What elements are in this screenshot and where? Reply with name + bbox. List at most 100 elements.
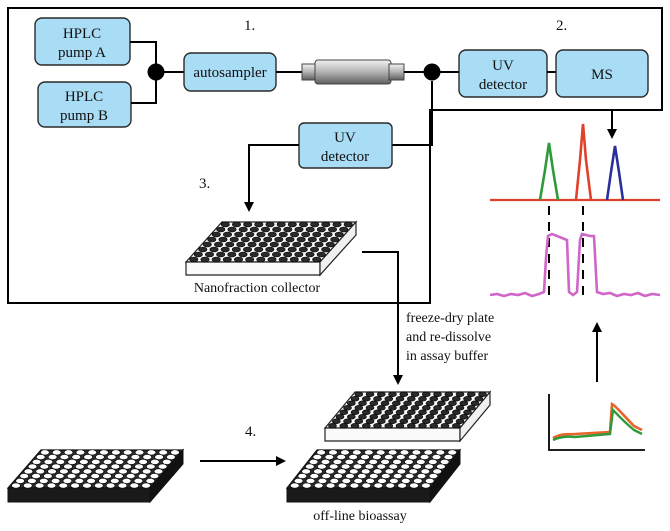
- plate-well: [380, 400, 390, 406]
- plate-well: [189, 256, 199, 263]
- plate-well: [389, 477, 399, 484]
- uv-mid-line2: detector: [321, 149, 369, 165]
- plate-well: [318, 236, 328, 243]
- plate-well: [302, 482, 312, 489]
- plate-well: [436, 463, 446, 470]
- plate-well: [373, 423, 382, 429]
- plate-well: [98, 463, 109, 470]
- plate-well: [256, 231, 266, 238]
- plate-well: [35, 454, 46, 460]
- plate-well: [211, 256, 221, 263]
- plate-well: [249, 251, 259, 258]
- plate-well: [122, 463, 132, 470]
- plate-well: [380, 458, 390, 465]
- plate-well: [340, 463, 351, 470]
- plate-well: [218, 236, 228, 243]
- plate-well: [466, 405, 476, 411]
- step-1-label: 1.: [244, 18, 255, 34]
- plate-well: [361, 423, 371, 429]
- plate-well: [373, 396, 382, 402]
- plate-well: [198, 246, 208, 253]
- plate-well: [59, 468, 69, 475]
- plate-well: [408, 468, 418, 475]
- plate-well: [353, 477, 363, 484]
- pump-a-line1: HPLC: [63, 26, 101, 42]
- uv-top-line1: UV: [492, 58, 514, 74]
- plate-well: [247, 241, 257, 248]
- plate-well: [312, 256, 322, 263]
- plate-well: [234, 256, 244, 263]
- plate-well: [399, 405, 409, 411]
- plate-well: [320, 458, 331, 465]
- plate-well: [349, 468, 359, 475]
- plate-well: [393, 473, 403, 479]
- plate-well: [416, 458, 426, 465]
- plate-well: [361, 409, 371, 415]
- plate-well: [352, 449, 362, 456]
- uv-mid-to-collector-arrow: [244, 144, 299, 212]
- plate-well: [396, 468, 407, 475]
- plate-well: [428, 458, 438, 465]
- plate-well: [307, 236, 317, 243]
- plate-well: [62, 477, 73, 484]
- hplc-pump-a: HPLC pump A: [34, 17, 131, 66]
- plate-well: [372, 468, 383, 475]
- plate-well: [87, 449, 97, 456]
- system-enclosure: [7, 7, 663, 304]
- plate-well: [369, 414, 379, 420]
- plate-well: [332, 458, 343, 465]
- plate-well: [157, 463, 168, 470]
- plate-well: [243, 221, 253, 228]
- plate-well: [416, 473, 427, 479]
- plate-well: [346, 400, 356, 406]
- plate-well: [290, 482, 300, 489]
- plate-well: [455, 391, 465, 397]
- plate-well: [70, 482, 80, 489]
- plate-well: [86, 477, 96, 484]
- plate-well: [260, 226, 270, 233]
- plate-well: [384, 468, 395, 475]
- plate-well: [350, 423, 360, 429]
- plate-well: [376, 449, 386, 456]
- plate-well: [329, 477, 339, 484]
- plate-well: [337, 468, 347, 475]
- ms-box: MS: [555, 49, 649, 98]
- plate-well: [211, 231, 221, 238]
- plate-well: [406, 396, 416, 402]
- plate-well: [325, 468, 335, 475]
- plate-well: [83, 454, 93, 460]
- plate-well: [451, 396, 461, 402]
- bioactivity-trace: [489, 232, 661, 298]
- plate-well: [95, 454, 105, 460]
- plate-well: [414, 400, 424, 406]
- uv-detector-top: UV detector: [458, 49, 548, 98]
- plate-well: [324, 454, 334, 460]
- plate-well: [321, 473, 331, 479]
- plate-well: [365, 418, 375, 424]
- plate-well: [412, 463, 422, 470]
- plate-well: [39, 463, 49, 470]
- plate-well: [447, 449, 457, 456]
- ms-peak-red: [574, 123, 593, 201]
- plate-well: [234, 231, 244, 238]
- plate-well: [409, 482, 419, 489]
- plate-well: [443, 454, 454, 460]
- plate-well: [298, 246, 308, 253]
- plate-well: [331, 418, 341, 424]
- plate-well: [413, 477, 423, 484]
- plate-well: [343, 405, 352, 411]
- plate-well: [358, 400, 367, 406]
- curve-orange: [552, 401, 643, 440]
- plate-well: [305, 477, 316, 484]
- plate-well: [343, 418, 352, 424]
- plate-well: [406, 423, 416, 429]
- plate-well: [111, 449, 121, 456]
- plate-well: [312, 454, 322, 460]
- plate-well: [448, 400, 457, 406]
- plate-well: [154, 454, 164, 460]
- plate-well: [308, 458, 319, 465]
- plate-well: [388, 463, 398, 470]
- plate-well: [305, 226, 315, 233]
- plate-well: [337, 482, 348, 489]
